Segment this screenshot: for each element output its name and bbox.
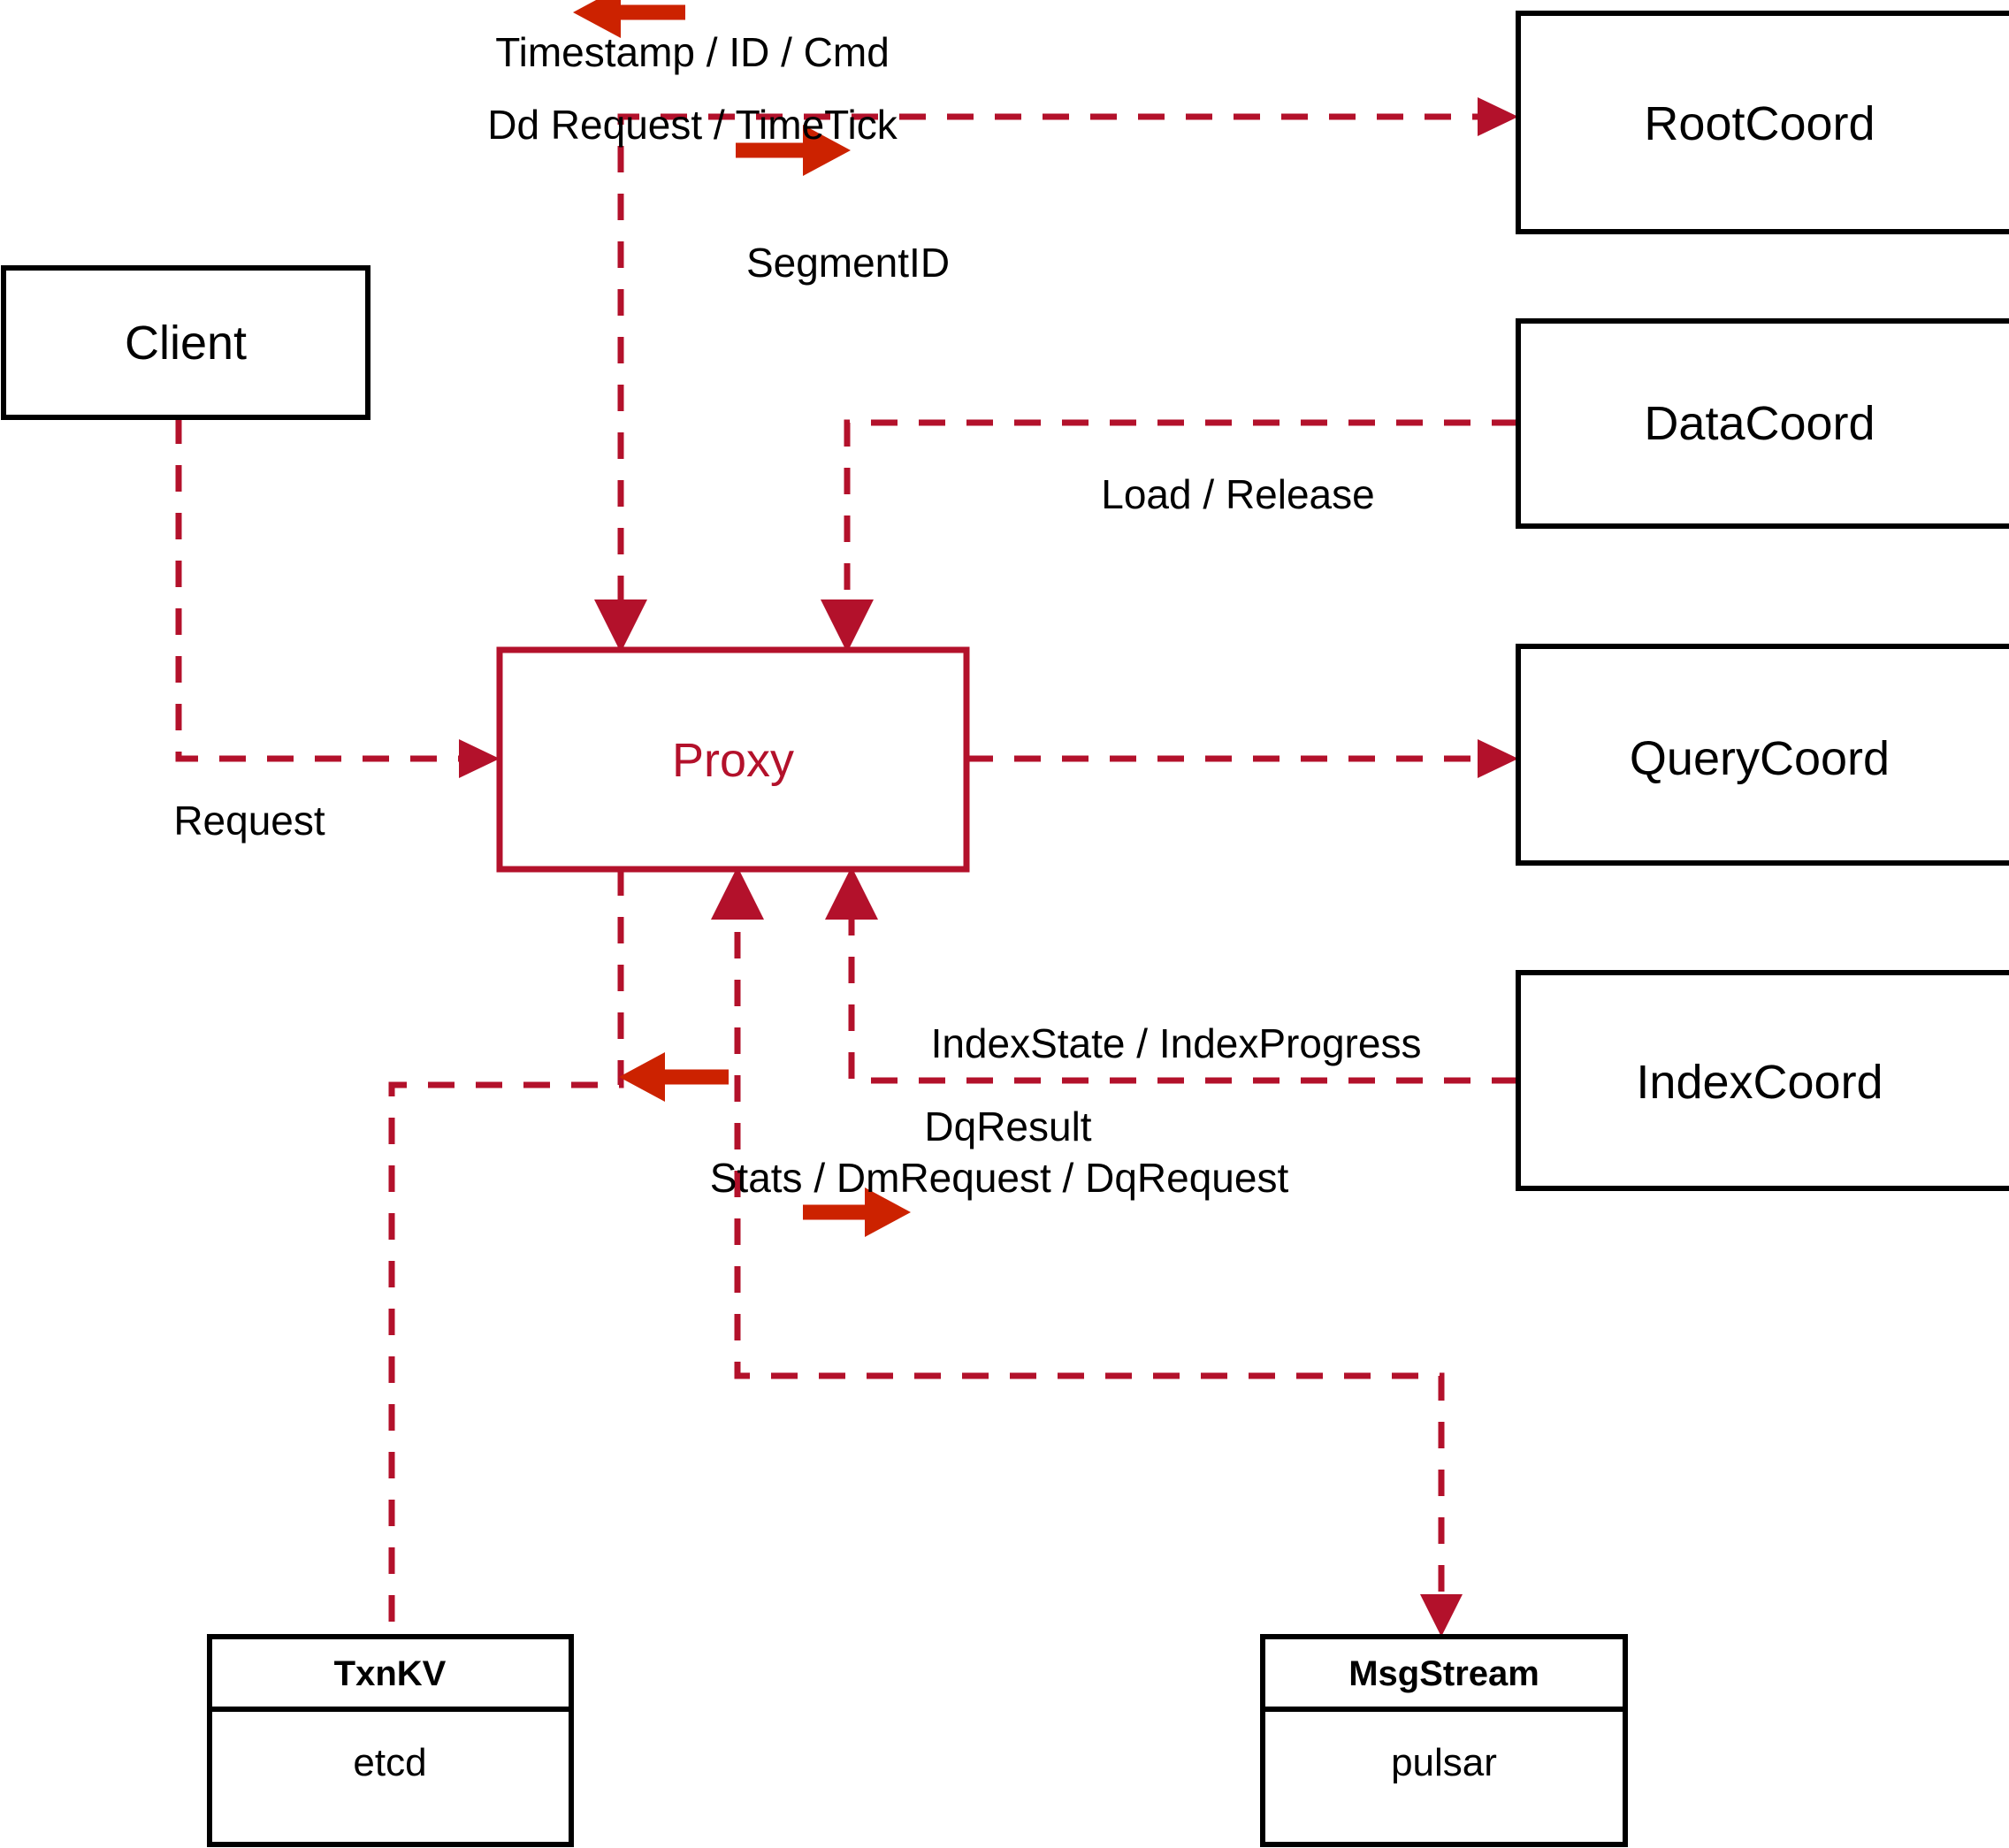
edge-label-request: Request — [173, 798, 325, 844]
arrowhead-proxy-top-right-in — [821, 599, 874, 653]
flow-datacoord-proxy — [844, 419, 1518, 650]
arrowhead-querycoord-in — [1478, 739, 1518, 778]
node-indexcoord[interactable] — [1516, 970, 2009, 1191]
edge-label-timestamp-id-cmd: Timestamp / ID / Cmd — [495, 29, 890, 75]
edge-label-segment-id: SegmentID — [746, 240, 950, 286]
edge-label-dq-result: DqResult — [924, 1103, 1091, 1149]
arrowhead-rootcoord-in — [1478, 97, 1518, 136]
node-msgstream-title: MsgStream — [1348, 1654, 1539, 1693]
node-txnkv[interactable] — [207, 1634, 574, 1847]
arrowhead-proxy-bottom-left-in — [711, 867, 764, 920]
node-datacoord[interactable] — [1516, 318, 2009, 529]
node-msgstream-impl: pulsar — [1391, 1741, 1497, 1784]
edge-label-dd-request-timetick: Dd Request / TimeTick — [487, 102, 898, 148]
edge-label-stats-dm-dq-request: Stats / DmRequest / DqRequest — [710, 1155, 1289, 1201]
flow-proxy-msgstream — [734, 884, 1445, 1618]
node-rootcoord[interactable] — [1516, 11, 2009, 234]
arrowhead-proxy-top-left-in — [594, 599, 647, 653]
direction-arrow-dq-result — [619, 1052, 729, 1102]
node-proxy-label: Proxy — [672, 734, 794, 787]
node-client[interactable] — [1, 265, 370, 420]
node-msgstream[interactable] — [1260, 1634, 1628, 1847]
node-rootcoord-label: RootCoord — [1644, 97, 1875, 150]
edge-label-load-release: Load / Release — [1101, 471, 1374, 517]
direction-arrow-stats-dm-dq-request — [803, 1187, 911, 1237]
direction-arrow-timestamp-id-cmd — [573, 0, 685, 38]
node-proxy[interactable] — [496, 646, 970, 873]
arrowhead-proxy-bottom-right-in — [825, 867, 878, 920]
node-querycoord[interactable] — [1516, 644, 2009, 866]
flow-proxy-txnkv — [388, 869, 624, 1637]
flow-client-proxy — [175, 417, 485, 762]
direction-arrow-dd-request-timetick — [736, 125, 851, 176]
arrowhead-msgstream-in — [1420, 1594, 1463, 1637]
edge-label-index-state-progress: IndexState / IndexProgress — [931, 1020, 1422, 1066]
node-client-label: Client — [125, 317, 247, 370]
node-datacoord-label: DataCoord — [1644, 397, 1875, 450]
flow-proxy-rootcoord — [617, 113, 1503, 650]
node-indexcoord-label: IndexCoord — [1636, 1056, 1883, 1109]
node-querycoord-label: QueryCoord — [1630, 732, 1890, 785]
arrowhead-proxy-left-in — [459, 739, 500, 778]
node-txnkv-title: TxnKV — [334, 1654, 447, 1693]
node-txnkv-impl: etcd — [353, 1741, 426, 1784]
